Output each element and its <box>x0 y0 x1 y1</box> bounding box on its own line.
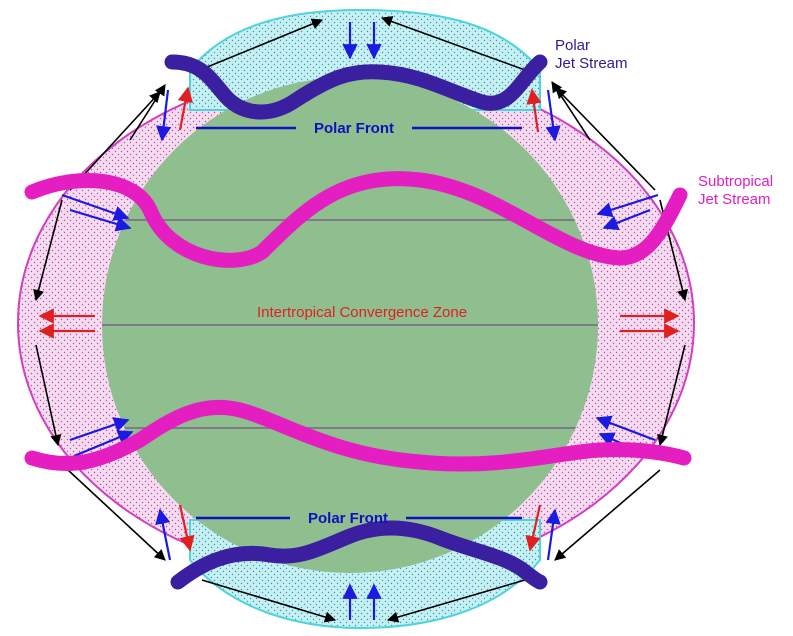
circulation-cell-arrows-south <box>35 344 686 623</box>
polar-front-north-label: Polar Front <box>314 120 394 137</box>
polar-jet-label-line1: Polar <box>555 37 590 54</box>
subtropical-jet-stream-south <box>24 399 692 472</box>
subtropical-jet-stream-north <box>24 171 688 268</box>
rising-air-arrows <box>38 86 680 552</box>
polar-front-south-label: Polar Front <box>308 510 388 527</box>
itcz-label: Intertropical Convergence Zone <box>257 304 467 321</box>
subtropical-jet-label-line2: Jet Stream <box>698 191 771 208</box>
subtropical-jet-label-line1: Subtropical <box>698 173 773 190</box>
polar-jet-stream-south <box>170 520 548 590</box>
polar-jet-stream-north <box>164 54 548 120</box>
polar-jet-label-line2: Jet Stream <box>555 55 628 72</box>
surface-wind-arrows <box>61 22 659 620</box>
circulation-cell-arrows-north <box>33 16 688 302</box>
